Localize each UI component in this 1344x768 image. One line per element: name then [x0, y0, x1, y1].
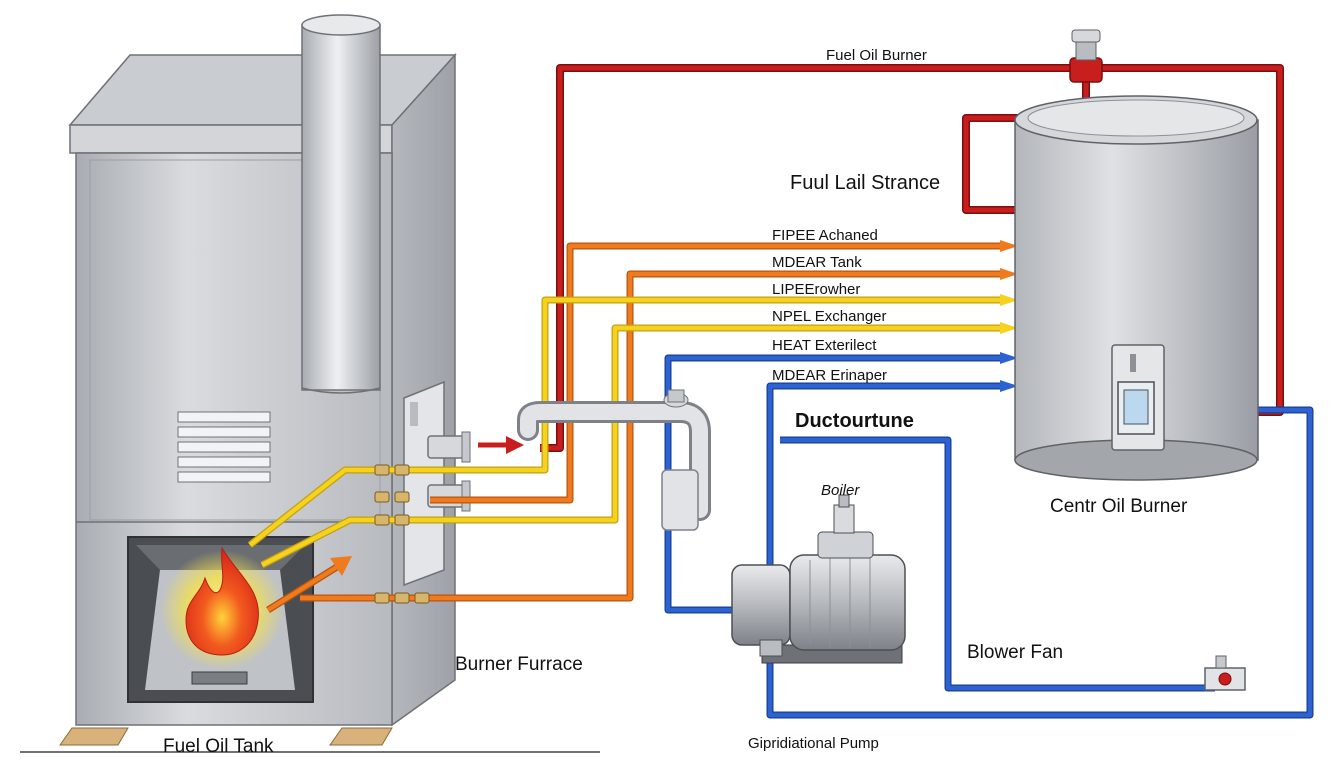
blue-line-lower: [766, 382, 1314, 719]
yellow-line-2: [260, 324, 1005, 569]
furnace-feet: [59, 727, 393, 746]
pipe-label-5: HEAT Exterilect: [772, 337, 877, 354]
blower-fan-valve: [1204, 655, 1246, 691]
pipe-label-1: FIPEE Achaned: [772, 227, 878, 244]
motor-icon: [731, 494, 906, 664]
chimney-flue: [301, 14, 381, 394]
fitting-lower: [427, 480, 471, 512]
pipe-label-2: MDEAR Tank: [772, 254, 862, 271]
pipe-connectors: [374, 464, 430, 604]
centr-oil-burner-label: Centr Oil Burner: [1050, 496, 1188, 517]
ductourtune-label: Ductourtune: [795, 410, 914, 432]
yellow-line-1: [247, 296, 1005, 548]
gipridiational-pump-label: Gipridiational Pump: [748, 735, 879, 752]
elbow-pipe: [517, 389, 711, 531]
fitting-upper: [427, 431, 471, 463]
valve-icon: [1069, 29, 1103, 83]
blower-fan-label: Blower Fan: [967, 642, 1064, 663]
tank-inlet-arrows: [1000, 240, 1018, 392]
thermostat-icon: [1111, 344, 1165, 451]
arrow-right-icon: [478, 436, 524, 454]
fuel-oil-burner-top-label: Fuel Oil Burner: [826, 47, 927, 64]
orange-line-1: [430, 242, 1005, 504]
pipe-label-3: LIPEErowher: [772, 281, 861, 298]
orange-line-2: [300, 270, 1005, 602]
flame-icon: [160, 546, 284, 670]
burner-control-box: [403, 380, 445, 587]
pipe-label-6: MDEAR Erinaper: [772, 367, 888, 384]
fuel-oil-tank-label: Fuel Oil Tank: [163, 736, 274, 757]
blue-line-blower: [780, 436, 1215, 692]
fuul-lail-strance-label: Fuul Lail Strance: [790, 172, 941, 194]
burner-furrace-label: Burner Furrace: [455, 654, 583, 675]
boiler-label: Boiler: [821, 482, 860, 499]
pipe-label-4: NPEL Exchanger: [772, 308, 887, 325]
furnace-vent-grille: [177, 411, 271, 483]
orange-diagonal: [266, 556, 352, 613]
